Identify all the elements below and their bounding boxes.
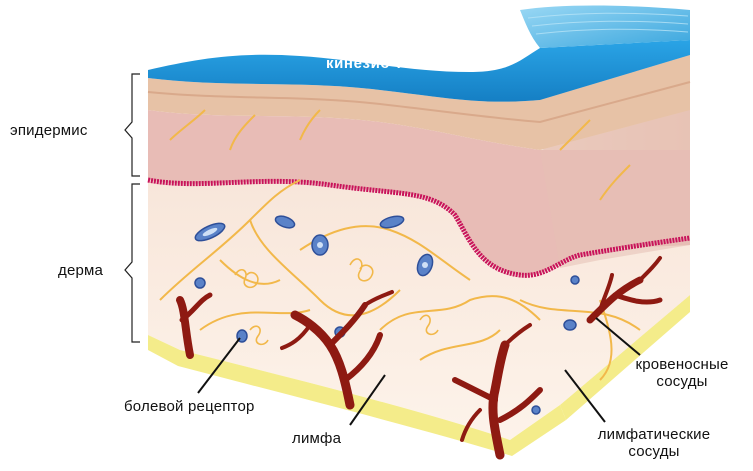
lymph-label: лимфа [292, 430, 341, 447]
lymph-vessels-label: лимфатические сосуды [574, 426, 734, 460]
brackets [125, 74, 140, 342]
blood-vessels-label: кровеносные сосуды [612, 356, 752, 390]
pain-receptor-label: болевой рецептор [124, 398, 255, 415]
blood-vessels-line1: кровеносные [612, 356, 752, 373]
dermis-bracket [125, 184, 140, 342]
kinesio-tape-label: кинезио тейп [326, 55, 431, 72]
lymph-vessels-line1: лимфатические [574, 426, 734, 443]
dermis-label: дерма [58, 262, 103, 279]
lymph-vessels-line2: сосуды [574, 443, 734, 460]
epidermis-label: эпидермис [10, 122, 88, 139]
epidermis-bracket [125, 74, 140, 176]
blood-vessels-line2: сосуды [612, 373, 752, 390]
